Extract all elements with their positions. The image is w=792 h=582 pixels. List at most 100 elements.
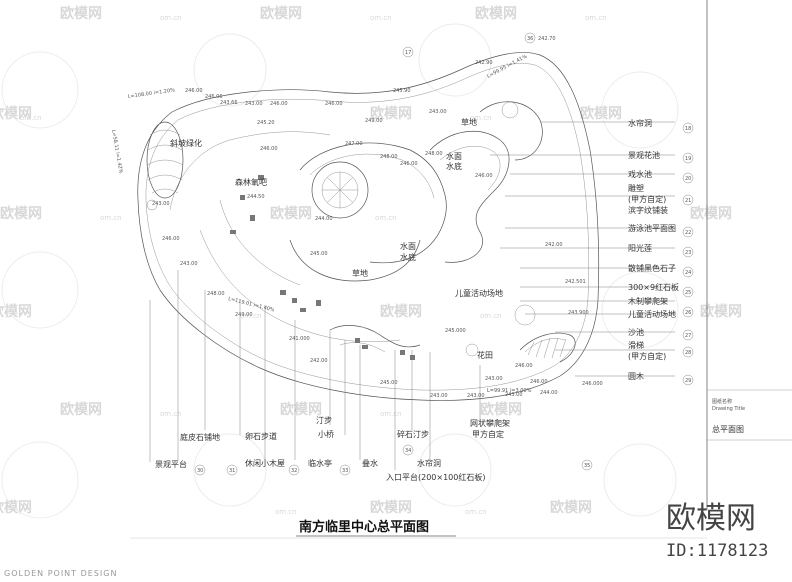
elevation: 244.00 (315, 216, 333, 222)
slope-note: L=119.01 i=1.40% (228, 296, 276, 313)
legend-pattern-paving: 滨字纹铺装 (628, 205, 668, 215)
elevation: 243.00 (467, 393, 485, 399)
elevation: 246.00 (260, 146, 278, 152)
watermark-url: om.cn (240, 312, 262, 320)
title-block-label-en: Drawing Title (712, 406, 745, 412)
callout-num: 30 (197, 468, 203, 474)
brand-block: 欧模网 ID:1178123 (666, 501, 768, 561)
label-forest-oxygen: 森林氧吧 (235, 177, 267, 187)
label-gravel-step: 碎石汀步 (397, 429, 429, 439)
label-water-surface: 水面 (446, 151, 462, 161)
legend-sun-lotus: 阳光莲 (628, 243, 652, 253)
elevation: 246.00 (185, 88, 203, 94)
watermark: 欧模网 (60, 5, 102, 22)
watermark-url: om.cn (380, 410, 402, 418)
label-slope-green: 斜坡绿化 (170, 138, 202, 148)
label-small-bridge: 小桥 (318, 429, 334, 439)
legend-pool-plan: 游泳池平面图 (628, 223, 676, 233)
title-block-name: 总平面图 (712, 424, 744, 434)
label-grass-top: 草地 (461, 117, 477, 127)
elevation: 244.00 (540, 390, 558, 396)
callout-num: 35 (584, 463, 590, 469)
elevation: 245.000 (445, 328, 466, 334)
elevation: 246.00 (270, 101, 288, 107)
slope-green-area (146, 121, 184, 199)
legend-slide: 滑梯 (628, 340, 644, 350)
legend-sculpture: 雕塑 (628, 183, 644, 193)
watermark: 欧模网 (690, 205, 732, 222)
elevation: 243.00 (505, 392, 523, 398)
elevation: 243.66 (220, 100, 238, 106)
watermark: 欧模网 (380, 303, 422, 320)
watermark-url: om.cn (585, 14, 607, 22)
elevation: 248.00 (425, 151, 443, 157)
callout-num: 26 (685, 310, 691, 316)
legend-wood-climber: 木制攀爬架 (628, 296, 668, 306)
legend-play-pool: 戏水池 (628, 169, 652, 179)
watermark-url: om.cn (375, 214, 397, 222)
elevation: 243.900 (568, 310, 589, 316)
elevation: 242.00 (545, 242, 563, 248)
legend-sandpit: 沙池 (628, 327, 644, 337)
site-boundary (137, 52, 600, 401)
callout-num: 29 (685, 378, 691, 384)
label-viewing-deck: 景观平台 (155, 459, 187, 469)
watermark: 欧模网 (280, 401, 322, 418)
slope-note: L=108.00 i=1.20% (127, 87, 175, 100)
label-water-bottom: 水底 (446, 161, 462, 171)
callout-num: 33 (342, 468, 348, 474)
elevation: 246.06 (205, 94, 223, 100)
watermark: 欧模网 (260, 5, 302, 22)
elevation: 241.000 (289, 336, 310, 342)
slope-note: L=99.91 i=3.00% (487, 388, 532, 394)
callout-num: 17 (405, 50, 411, 56)
slope-note: L=58.11 i=1.42% (110, 129, 124, 174)
elevation: 243.00 (485, 376, 503, 382)
watermark: 欧模网 (0, 105, 32, 122)
elevation: 245.00 (380, 380, 398, 386)
elevation: 242.90 (475, 60, 493, 66)
watermark: 欧模网 (370, 105, 412, 122)
footer-studio: GOLDEN POINT DESIGN (4, 569, 117, 578)
legend-client-decided: (甲方自定) (628, 194, 666, 204)
callout-num: 28 (685, 350, 691, 356)
watermark: 欧模网 (0, 205, 42, 222)
callout-num: 23 (685, 250, 691, 256)
sheet-frame (130, 0, 792, 539)
watermark-url: om.cn (470, 114, 492, 122)
elevation: 248.00 (380, 154, 398, 160)
callout-num: 19 (685, 156, 691, 162)
label-children-area: 儿童活动场地 (455, 288, 503, 298)
legend-black-pebbles: 散铺黑色石子 (628, 263, 676, 273)
label-pebble-path: 卵石步道 (245, 431, 277, 441)
watermark-url: om.cn (465, 508, 487, 516)
watermark: 欧模网 (370, 499, 412, 516)
elevation: 244.50 (247, 194, 265, 200)
callout-num: 36 (527, 36, 533, 42)
watermark: 欧模网 (580, 105, 622, 122)
callout-num: 18 (685, 126, 691, 132)
watermark: 欧模网 (60, 401, 102, 418)
watermark: 欧模网 (0, 499, 32, 516)
label-client-decided: 甲方自定 (472, 429, 504, 439)
elevation: 242.00 (310, 358, 328, 364)
legend-log: 圆木 (628, 371, 644, 381)
elevation: 245.20 (257, 120, 275, 126)
elevation: 248.00 (207, 291, 225, 297)
watermark: 欧模网 (700, 303, 742, 320)
legend-flower-bed: 景观花池 (628, 150, 660, 160)
elevation: 242.70 (538, 36, 556, 42)
elevation: 249.00 (235, 312, 253, 318)
watermark-url: om.cn (480, 312, 502, 320)
entry-features (230, 175, 421, 360)
label-cascade: 叠水 (362, 458, 378, 468)
elevation: 242.501 (565, 279, 586, 285)
label-grass: 草地 (352, 268, 368, 278)
watermark: 欧模网 (475, 5, 517, 22)
elevation: 246.00 (530, 379, 548, 385)
label-wood-cabin: 休闲小木屋 (245, 458, 285, 468)
elevation: 246.00 (325, 101, 343, 107)
callout-num: 25 (685, 290, 691, 296)
watermark-url: om.cn (275, 508, 297, 516)
drawing-title-block: 南方临里中心总平面图 图纸名称 Drawing Title 总平面图 GOLDE… (4, 398, 745, 578)
